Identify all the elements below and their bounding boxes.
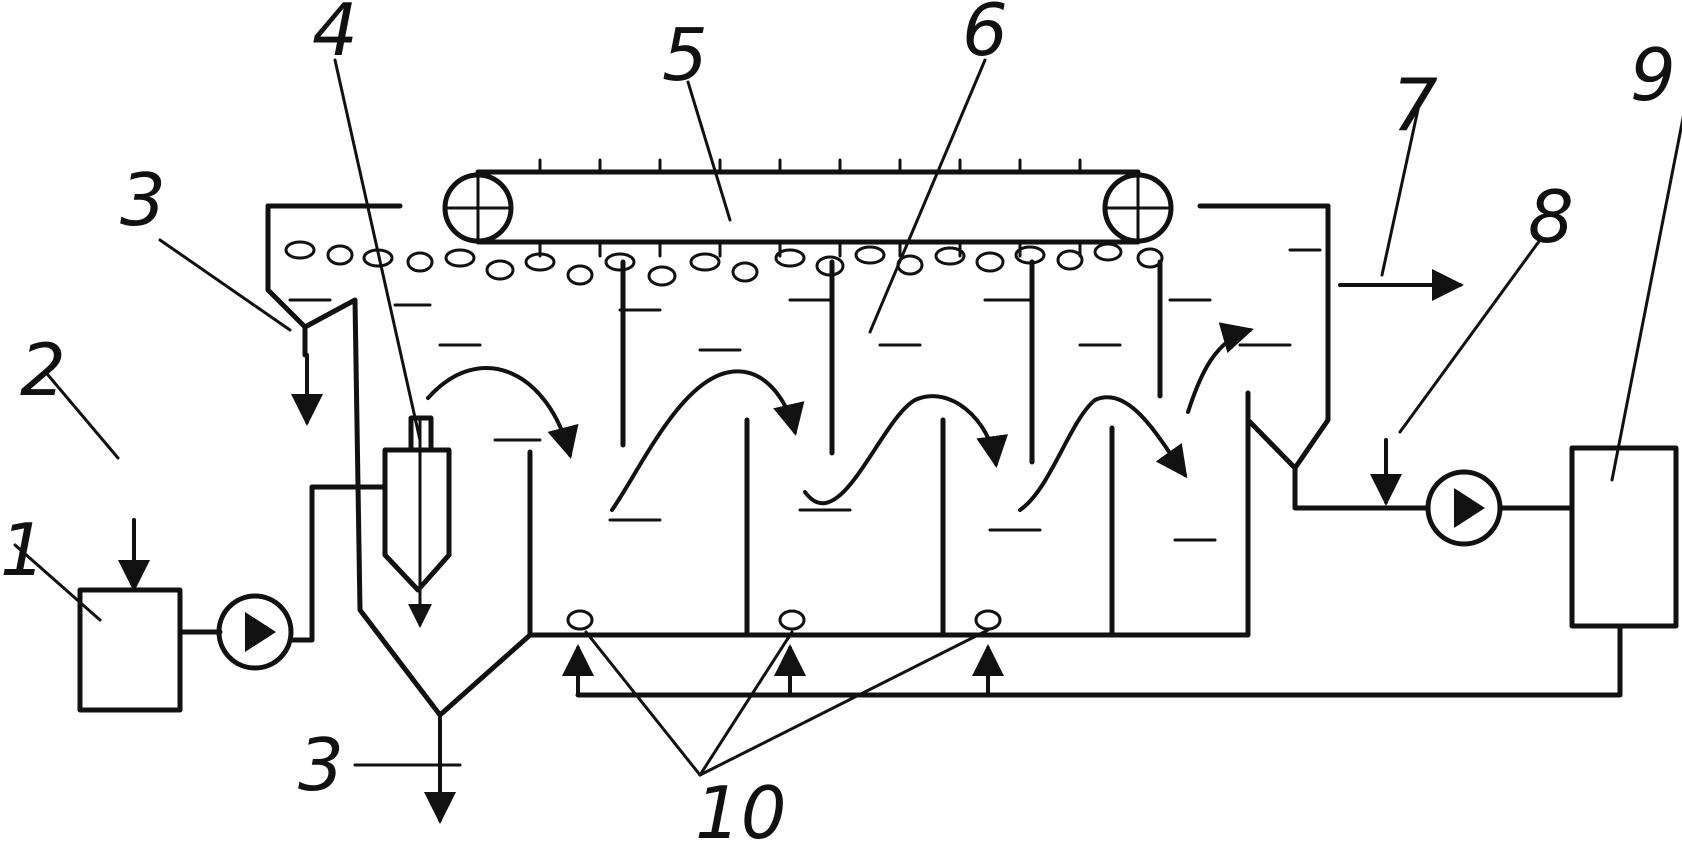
label-5: 5 [662,13,708,97]
liquid-surface-marks [288,248,1322,542]
air-supply-pipe [575,623,1623,698]
flotation-vessel [265,203,1331,718]
pump-1-icon [216,593,294,671]
froth-bubbles [284,240,1164,287]
label-3-bottom: 3 [298,723,344,807]
label-8: 8 [1528,175,1574,259]
unit-5-scraper-conveyor [442,169,1174,245]
unit-6-baffles [620,259,1163,638]
unit-4-hydrocyclone [382,415,452,628]
unit-9-saturator [1569,445,1679,629]
unit-10-diffusers [566,609,1002,631]
label-6: 6 [962,0,1008,72]
pipe-pump1-to-cyclone [288,484,387,643]
pump-2-icon [1425,469,1503,547]
label-9: 9 [1630,33,1676,117]
label-2: 2 [20,328,66,412]
label-10: 10 [695,771,787,848]
label-1: 1 [0,508,46,592]
scraper-blades [538,158,1082,258]
label-7: 7 [1392,63,1438,147]
flow-path-arrows [426,322,1254,512]
label-3-top: 3 [120,158,166,242]
recirculation-pipe [1292,465,1431,511]
leader-lines [13,58,1682,777]
unit-1-tank [77,587,183,713]
label-4: 4 [312,0,358,72]
